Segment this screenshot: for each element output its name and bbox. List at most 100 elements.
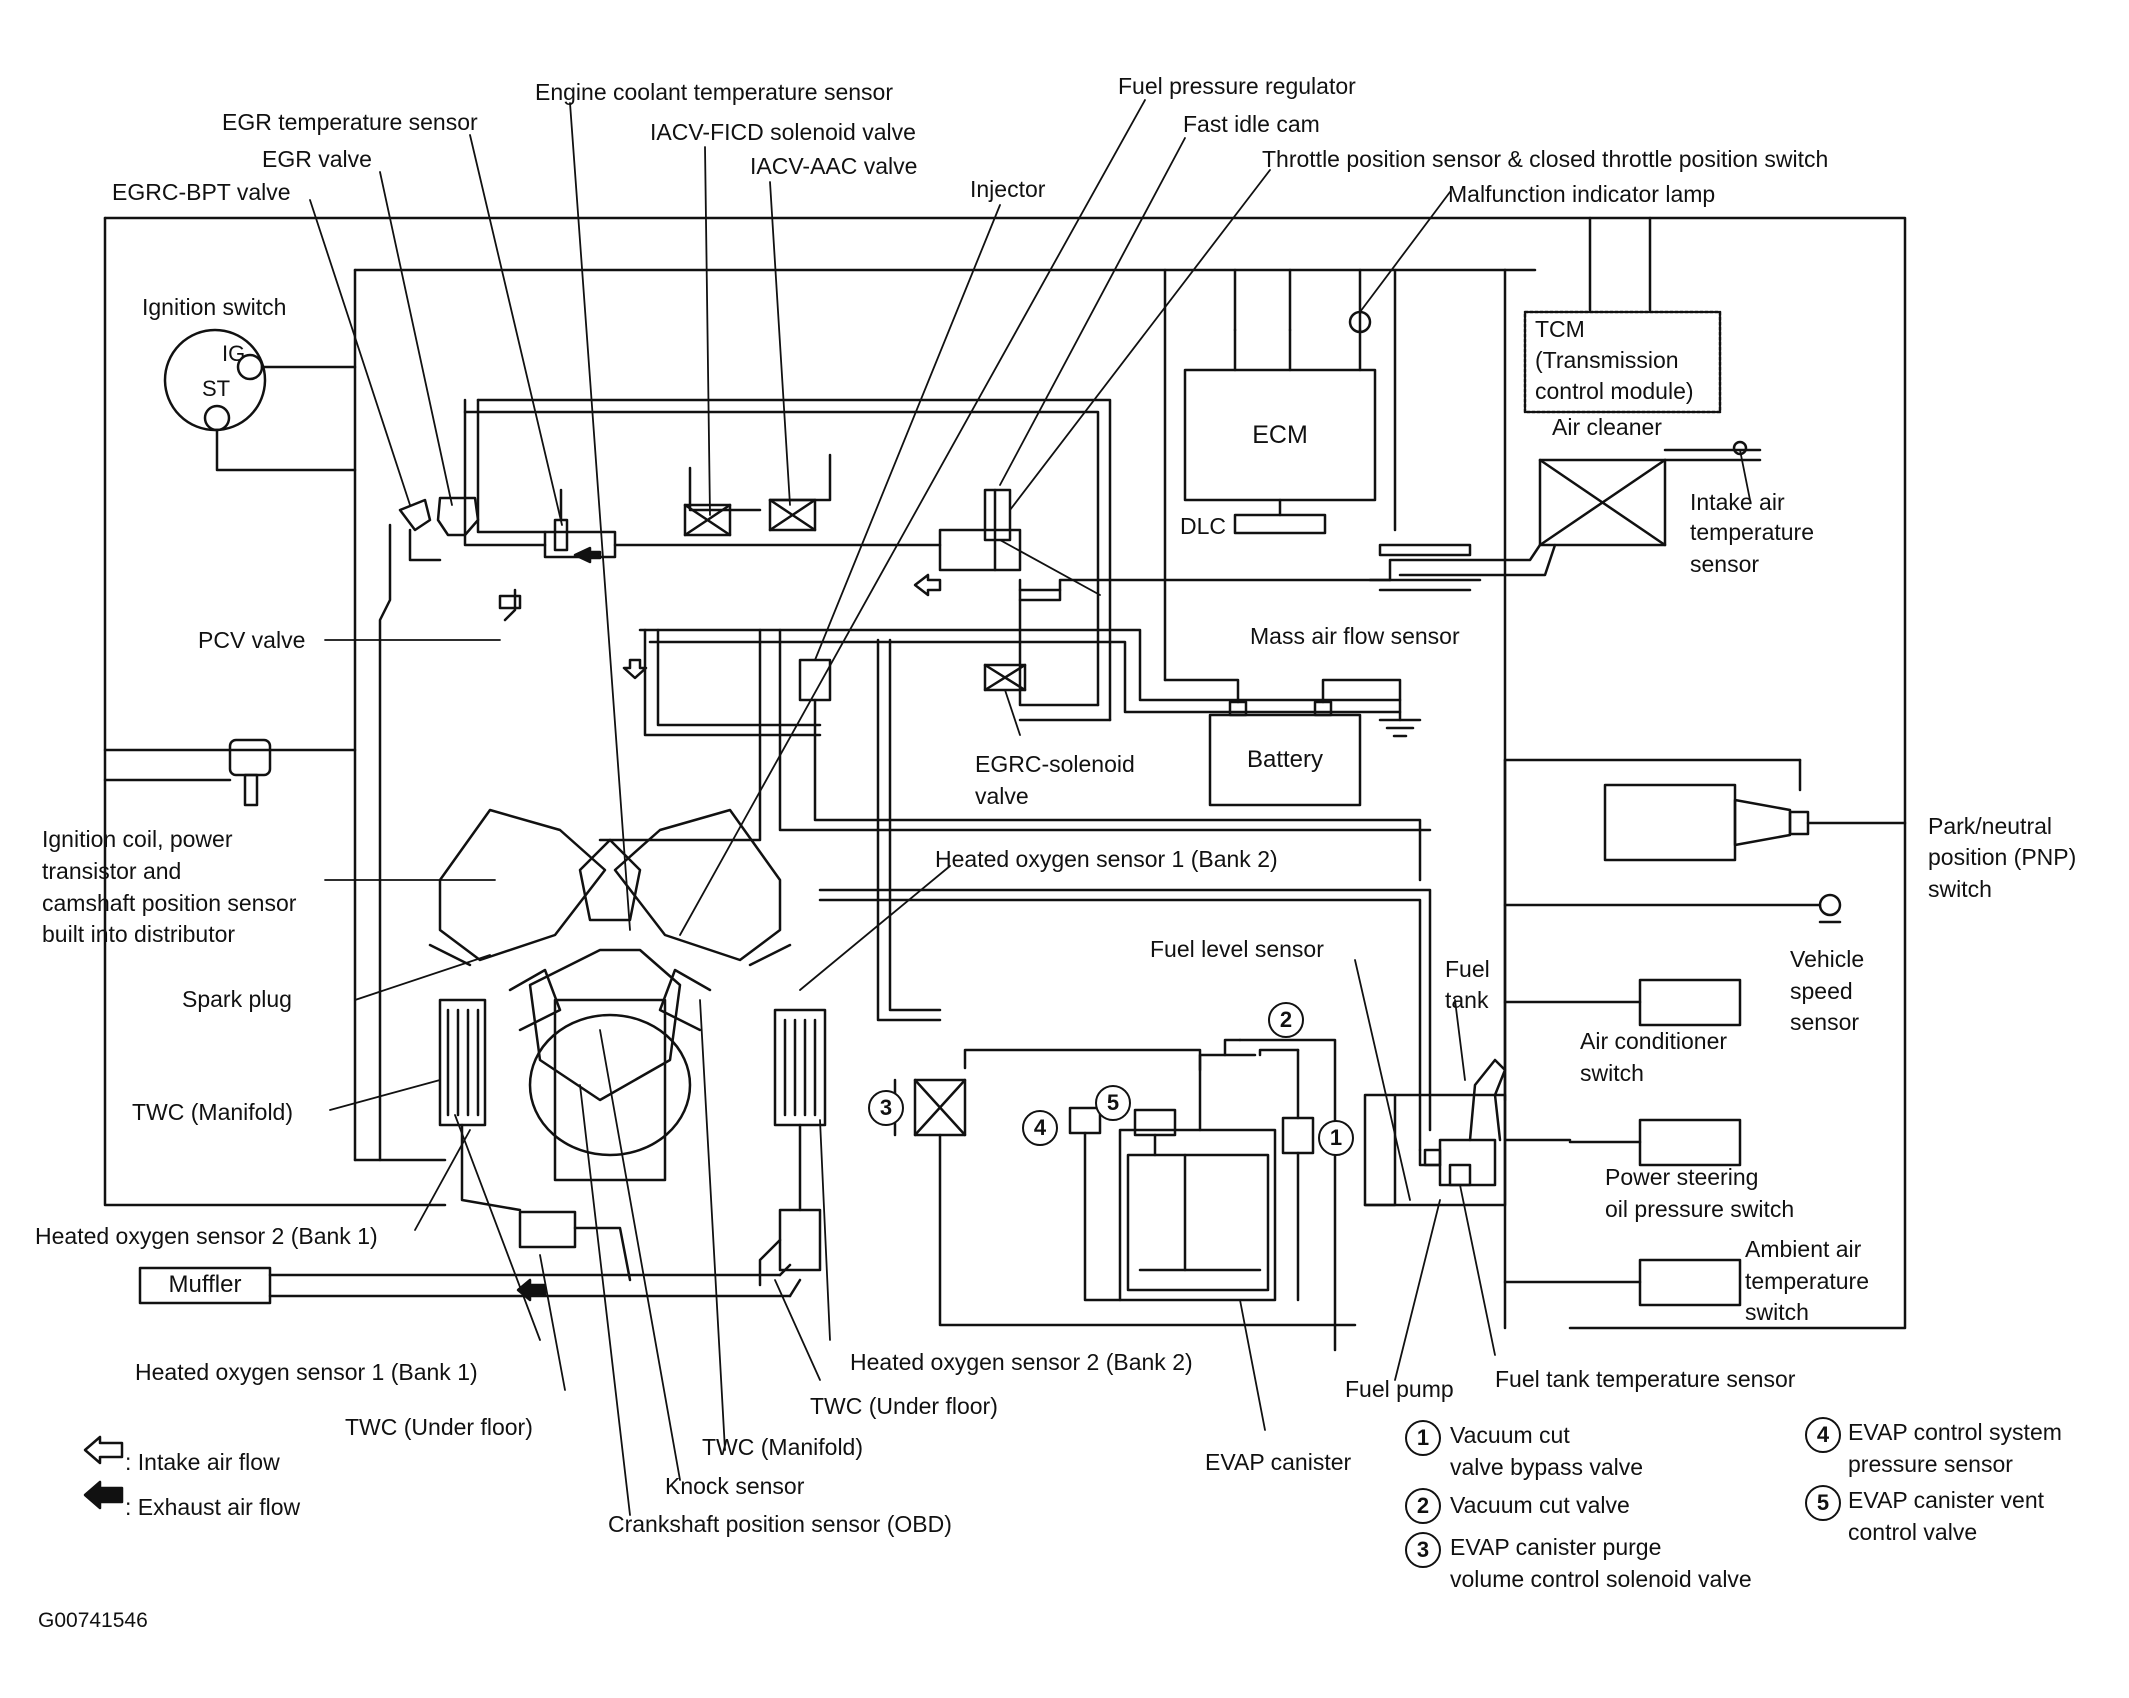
label-ac-switch-2: switch [1580, 1060, 1644, 1086]
label-dlc: DLC [1180, 513, 1227, 539]
label-egrc-bpt: EGRC-BPT valve [112, 179, 291, 205]
label-vss-3: sensor [1790, 1009, 1860, 1035]
label-intake-air-temp-3: sensor [1690, 551, 1760, 577]
label-pnp-3: switch [1928, 876, 1992, 902]
fuel-rail-drawing [598, 628, 1432, 1152]
label-ambient-3: switch [1745, 1299, 1809, 1325]
label-egr-temp-sensor: EGR temperature sensor [222, 109, 478, 135]
legend-num-1: 1 [1405, 1420, 1441, 1456]
label-pnp-1: Park/neutral [1928, 813, 2053, 839]
label-tcm-1: TCM [1535, 316, 1585, 342]
legend-item-4-line2: pressure sensor [1848, 1451, 2013, 1477]
legend-exhaust: : Exhaust air flow [125, 1494, 301, 1520]
legend-item-1-line1: Vacuum cut [1450, 1422, 1570, 1448]
fuel-tank-drawing [1363, 1058, 1572, 1207]
label-ign-coil-2: transistor and [42, 858, 182, 884]
iacv-drawing [683, 498, 817, 537]
label-pcv-valve: PCV valve [198, 627, 306, 653]
label-evap-canister: EVAP canister [1205, 1449, 1352, 1475]
label-iacv-ficd: IACV-FICD solenoid valve [650, 119, 916, 145]
label-fuel-level: Fuel level sensor [1150, 936, 1324, 962]
label-tcm-2: (Transmission [1535, 347, 1679, 373]
label-fast-idle-cam: Fast idle cam [1183, 111, 1320, 137]
label-ac-switch-1: Air conditioner [1580, 1028, 1728, 1054]
label-egrc-solenoid-2: valve [975, 783, 1029, 809]
label-mass-air-flow: Mass air flow sensor [1250, 623, 1460, 649]
legend-num-5: 5 [1805, 1485, 1841, 1521]
label-ambient-1: Ambient air [1745, 1236, 1862, 1262]
evap-drawing [893, 1038, 1357, 1352]
label-twc-underfloor-right: TWC (Under floor) [810, 1393, 998, 1419]
callout-1: 1 [1318, 1120, 1354, 1156]
intake-pipes [463, 398, 1402, 722]
callout-3: 3 [868, 1090, 904, 1126]
legend-num-4: 4 [1805, 1417, 1841, 1453]
figure-id: G00741546 [38, 1609, 148, 1632]
label-ign-coil-1: Ignition coil, power [42, 826, 233, 852]
label-iacv-aac: IACV-AAC valve [750, 153, 918, 179]
label-fuel-tank-2: tank [1445, 987, 1489, 1013]
legend-item-4-line1: EVAP control system [1848, 1419, 2062, 1445]
maf-drawing [1368, 543, 1482, 592]
label-ps-switch-1: Power steering [1605, 1164, 1759, 1190]
legend-item-2-line1: Vacuum cut valve [1450, 1492, 1630, 1518]
label-heated-o2-1-bank1: Heated oxygen sensor 1 (Bank 1) [135, 1359, 478, 1385]
legend-item-3-line1: EVAP canister purge [1450, 1534, 1662, 1560]
label-intake-air-temp-1: Intake air [1690, 489, 1785, 515]
label-twc-underfloor-left: TWC (Under floor) [345, 1414, 533, 1440]
catalyst-drawing [438, 998, 827, 1287]
label-ignition-switch: Ignition switch [142, 294, 287, 320]
label-intake-air-temp-2: temperature [1690, 519, 1815, 545]
label-ign-coil-4: built into distributor [42, 921, 236, 947]
legend-item-5-line2: control valve [1848, 1519, 1978, 1545]
legend-item-1-line2: valve bypass valve [1450, 1454, 1644, 1480]
ecm-drawing [1183, 310, 1377, 535]
label-injector: Injector [970, 176, 1046, 202]
callout-2: 2 [1268, 1002, 1304, 1038]
callout-5: 5 [1095, 1085, 1131, 1121]
legend-num-3: 3 [1405, 1532, 1441, 1568]
label-ig: IG [222, 341, 246, 366]
label-st: ST [202, 376, 231, 401]
tcm-drawing [1523, 310, 1722, 414]
label-fuel-tank-1: Fuel [1445, 956, 1490, 982]
label-throttle-position: Throttle position sensor & closed thrott… [1262, 146, 1829, 172]
label-twc-manifold-center: TWC (Manifold) [702, 1434, 864, 1460]
flow-arrows [83, 546, 942, 1510]
legend-item-5-line1: EVAP canister vent [1848, 1487, 2045, 1513]
label-fuel-tank-temp: Fuel tank temperature sensor [1495, 1366, 1796, 1392]
label-egr-valve: EGR valve [262, 146, 372, 172]
distributor-drawing [103, 738, 357, 807]
label-tcm-3: control module) [1535, 378, 1694, 404]
label-battery: Battery [1246, 746, 1324, 773]
label-ps-switch-2: oil pressure switch [1605, 1196, 1795, 1222]
label-engine-coolant: Engine coolant temperature sensor [535, 79, 893, 105]
label-mil: Malfunction indicator lamp [1448, 181, 1716, 207]
callout-4: 4 [1022, 1110, 1058, 1146]
label-crankshaft: Crankshaft position sensor (OBD) [608, 1511, 952, 1537]
label-vss-1: Vehicle [1790, 946, 1865, 972]
legend-item-3-line2: volume control solenoid valve [1450, 1566, 1752, 1592]
label-fuel-pressure-regulator: Fuel pressure regulator [1118, 73, 1356, 99]
label-muffler: Muffler [168, 1271, 242, 1298]
label-heated-o2-1-bank2: Heated oxygen sensor 1 (Bank 2) [935, 846, 1278, 872]
label-heated-o2-2-bank2: Heated oxygen sensor 2 (Bank 2) [850, 1349, 1193, 1375]
label-air-cleaner: Air cleaner [1552, 414, 1662, 440]
label-heated-o2-2-bank1: Heated oxygen sensor 2 (Bank 1) [35, 1223, 378, 1249]
ignition-switch-drawing [163, 328, 357, 472]
legend-intake: : Intake air flow [125, 1449, 280, 1475]
legend-num-2: 2 [1405, 1488, 1441, 1524]
egr-drawing [378, 488, 569, 1162]
label-ambient-2: temperature [1745, 1268, 1870, 1294]
label-fuel-pump: Fuel pump [1345, 1376, 1454, 1402]
right-components-drawing [1503, 758, 1907, 1307]
label-pnp-2: position (PNP) [1928, 844, 2077, 870]
label-knock-sensor: Knock sensor [665, 1473, 805, 1499]
leader-lines [309, 99, 1751, 1516]
label-spark-plug: Spark plug [182, 986, 292, 1012]
label-ecm: ECM [1252, 421, 1308, 449]
label-vss-2: speed [1790, 978, 1853, 1004]
label-twc-manifold-left: TWC (Manifold) [132, 1099, 294, 1125]
